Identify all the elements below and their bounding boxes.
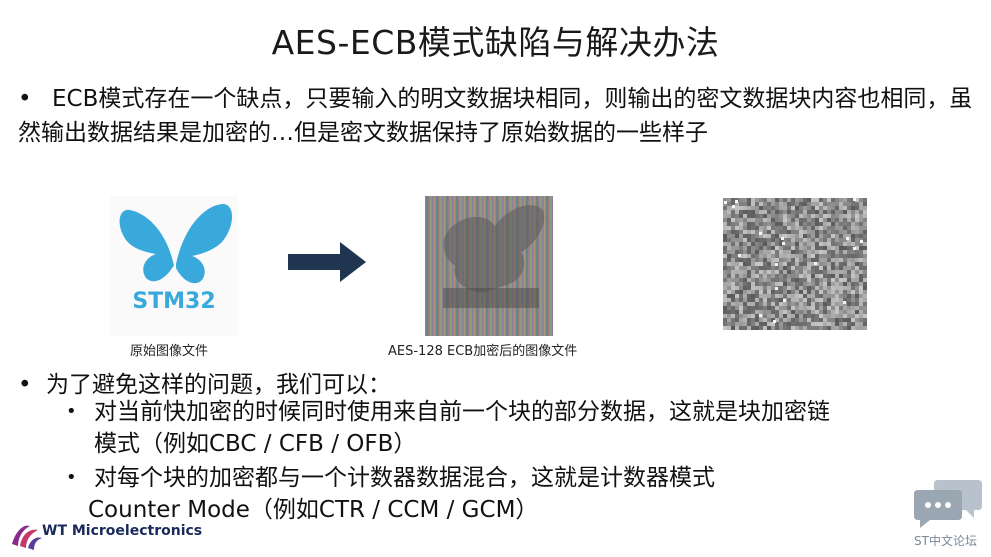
sub-bullet-chaining-line1: 对当前快加密的时候同时使用来自前一个块的部分数据，这就是块加密链 — [94, 399, 830, 425]
sub-bullet-marker: • — [66, 401, 77, 422]
sub-bullet-chaining-line2: 模式（例如CBC / CFB / OFB） — [94, 431, 417, 457]
encrypted-caption: AES-128 ECB加密后的图像文件 — [388, 344, 578, 359]
wt-logo-icon — [12, 525, 42, 550]
bullet-solutions: • 为了避免这样的问题，我们可以： — [18, 368, 391, 402]
sub-bullet-marker: • — [66, 467, 77, 488]
slide-title: AES-ECB模式缺陷与解决办法 — [271, 23, 720, 62]
bullet-ecb-drawback: •ECB模式存在一个缺点，只要输入的明文数据块相同，则输出的密文数据块内容也相同… — [18, 82, 978, 150]
chat-bubbles-icon — [914, 480, 982, 528]
sub-bullet-counter: • 对每个块的加密都与一个计数器数据混合，这就是计数器模式 Counter Mod… — [66, 462, 966, 526]
sub-bullet-chaining: • 对当前快加密的时候同时使用来自前一个块的部分数据，这就是块加密链 模式（例如C… — [66, 396, 966, 460]
original-caption: 原始图像文件 — [130, 344, 209, 359]
arrow-right-icon — [288, 242, 366, 282]
bullet-solutions-text: 为了避免这样的问题，我们可以： — [46, 372, 391, 398]
forum-name: ST中文论坛 — [914, 534, 977, 548]
bullet-marker: • — [18, 372, 32, 398]
ecb-encrypted-image — [425, 196, 553, 336]
secure-encrypted-noise-image — [723, 198, 867, 330]
butterfly-icon — [119, 204, 233, 284]
bullet-marker: • — [18, 86, 32, 112]
sub-bullet-counter-line1: 对每个块的加密都与一个计数器数据混合，这就是计数器模式 — [94, 465, 715, 491]
sub-bullet-counter-line2: Counter Mode（例如CTR / CCM / GCM） — [88, 497, 539, 523]
stm32-logo-text: STM32 — [132, 289, 216, 314]
bullet-ecb-text: ECB模式存在一个缺点，只要输入的明文数据块相同，则输出的密文数据块内容也相同，… — [18, 86, 973, 146]
company-name: WT Microelectronics — [42, 523, 203, 539]
original-image: STM32 — [110, 196, 238, 336]
